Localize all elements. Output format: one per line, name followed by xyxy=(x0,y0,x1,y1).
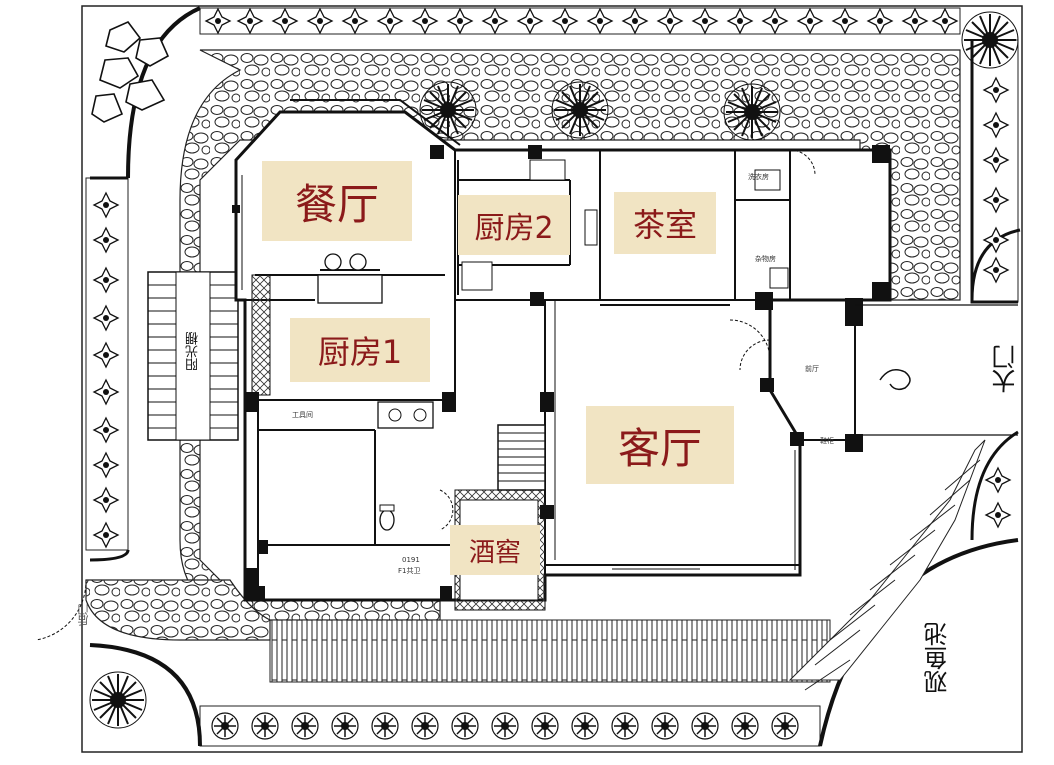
label-toilet-code: 0191 xyxy=(402,556,420,564)
label-sunshade: 阳光棚 xyxy=(184,332,203,371)
room-label-living-room: 客厅 xyxy=(586,406,734,484)
curved-wall-sw xyxy=(89,643,202,747)
room-label-kitchen1: 厨房1 xyxy=(290,318,430,382)
room-label-kitchen2: 厨房2 xyxy=(458,195,570,255)
ornament-icon xyxy=(879,369,911,391)
picket-fence xyxy=(269,619,831,683)
label-storage: 杂物房 xyxy=(755,255,776,263)
label-foyer: 前厅 xyxy=(805,365,819,373)
label-utility: 洗衣房 xyxy=(748,173,769,181)
label-toilet: F1共卫 xyxy=(398,567,421,575)
room-label-tea-room: 茶室 xyxy=(614,192,716,254)
toilet-fixture xyxy=(379,509,395,531)
label-side-gate: 后门 xyxy=(77,604,90,626)
label-fish-pond: 观鱼池 xyxy=(924,622,952,694)
curved-decking xyxy=(788,439,986,691)
label-laundry: 工具间 xyxy=(292,411,313,419)
sink-right xyxy=(349,253,367,271)
rockery xyxy=(91,21,170,123)
stone-path xyxy=(179,49,961,621)
room-label-dining: 餐厅 xyxy=(262,161,412,241)
curved-wall-nw xyxy=(126,6,201,179)
sink-left xyxy=(324,253,342,271)
stone-path-side xyxy=(85,579,271,641)
label-main-gate: 大门 xyxy=(992,345,1020,393)
label-shoe-cabinet: 鞋柜 xyxy=(820,437,834,445)
room-label-wine-cellar: 酒窖 xyxy=(450,525,540,575)
